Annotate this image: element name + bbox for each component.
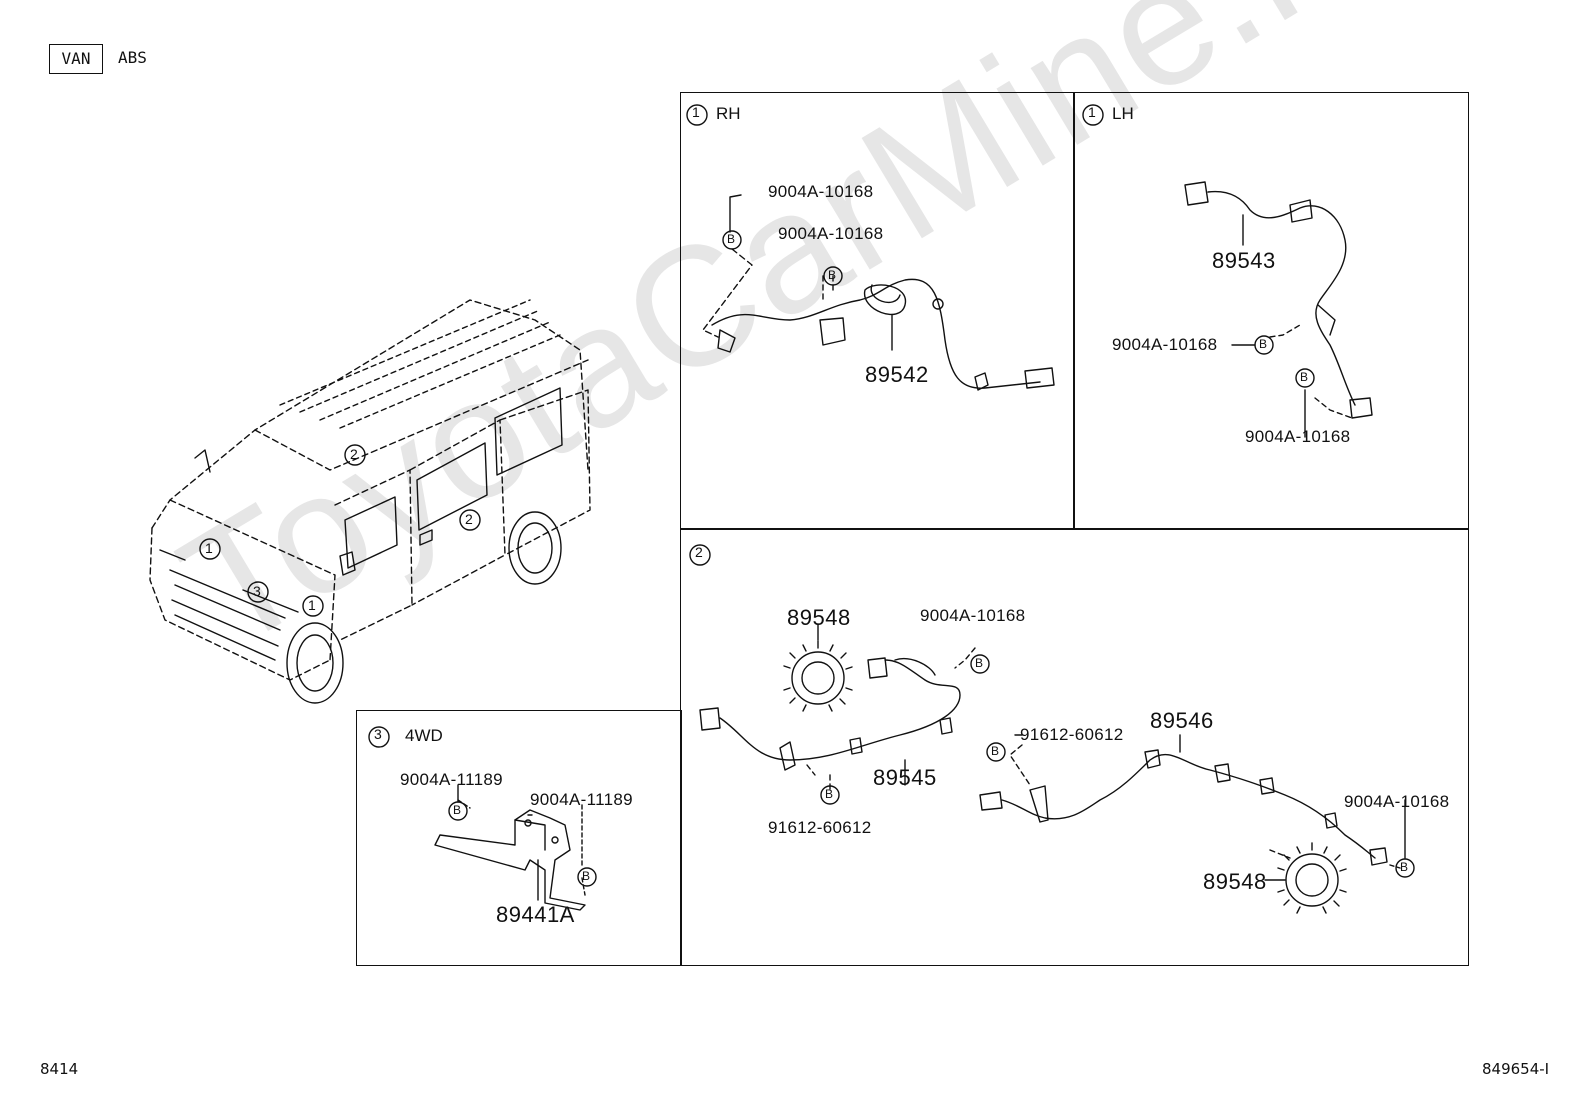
center-bolt-top-label: 9004A-10168 [920, 606, 1026, 625]
fwd-bolt-label-left: 9004A-11189 [400, 770, 503, 789]
center-clip-bottom-label: 91612-60612 [768, 818, 872, 837]
van-illustration [149, 299, 591, 704]
rh-part-label: 89542 [865, 362, 929, 387]
lh-marker-number: 1 [1088, 104, 1096, 120]
center-marker-number: 2 [695, 544, 703, 560]
fwd-part-label: 89441A [496, 902, 575, 927]
panel-center [680, 528, 1469, 966]
rh-bolt-label-second: 9004A-10168 [778, 224, 884, 243]
center-sensor-right-label: 89546 [1150, 708, 1214, 733]
van-callout-1-wheel: 1 [308, 597, 316, 613]
panel-4wd [356, 710, 682, 966]
fwd-marker-number: 3 [374, 726, 382, 742]
lh-panel-title: LH [1112, 104, 1134, 123]
bolt-symbol-fwd-b: B [582, 869, 591, 883]
fwd-bolt-label-right: 9004A-11189 [530, 790, 633, 809]
rh-sensor-drawing [686, 104, 1055, 391]
lh-bolt-label-mid: 9004A-10168 [1112, 335, 1218, 354]
bolt-symbol-center-right: B [1400, 860, 1409, 874]
panel-rh [680, 92, 1075, 530]
bolt-symbol-fwd-a: B [453, 803, 462, 817]
van-callout-1-front: 1 [205, 540, 213, 556]
van-callout-2-roof: 2 [350, 446, 358, 462]
fwd-bracket-drawing [368, 726, 597, 911]
center-sensor-drawing [689, 544, 1415, 914]
center-sensor-left-label: 89545 [873, 765, 937, 790]
center-bolt-right-label: 9004A-10168 [1344, 792, 1450, 811]
bolt-symbol-center-clip-mid: B [991, 744, 1000, 758]
lh-bolt-label-bottom: 9004A-10168 [1245, 427, 1351, 446]
rh-marker-number: 1 [692, 104, 700, 120]
bolt-symbol-lh-b: B [1300, 370, 1309, 384]
bolt-symbol-center-top: B [975, 656, 984, 670]
center-clip-mid-label: 91612-60612 [1020, 725, 1124, 744]
system-tag: ABS [118, 48, 147, 67]
rh-bolt-label-top: 9004A-10168 [768, 182, 874, 201]
lh-part-label: 89543 [1212, 248, 1276, 273]
center-rotor-bottom-label: 89548 [1203, 869, 1267, 894]
lh-sensor-drawing [1082, 104, 1373, 438]
fwd-panel-title: 4WD [405, 726, 443, 745]
rh-panel-title: RH [716, 104, 741, 123]
van-callout-2-side: 2 [465, 511, 473, 527]
bolt-symbol-rh-b: B [828, 268, 837, 282]
bolt-symbol-rh-a: B [727, 232, 736, 246]
page-number-left: 8414 [40, 1060, 79, 1078]
bolt-symbol-center-clip-left: B [825, 787, 834, 801]
center-rotor-top-label: 89548 [787, 605, 851, 630]
bolt-symbol-lh-a: B [1259, 337, 1268, 351]
panel-lh [1073, 92, 1469, 530]
diagram-id-right: 849654-I [1482, 1060, 1550, 1078]
vehicle-type-tag: VAN [49, 44, 103, 74]
van-callout-3: 3 [253, 583, 261, 599]
